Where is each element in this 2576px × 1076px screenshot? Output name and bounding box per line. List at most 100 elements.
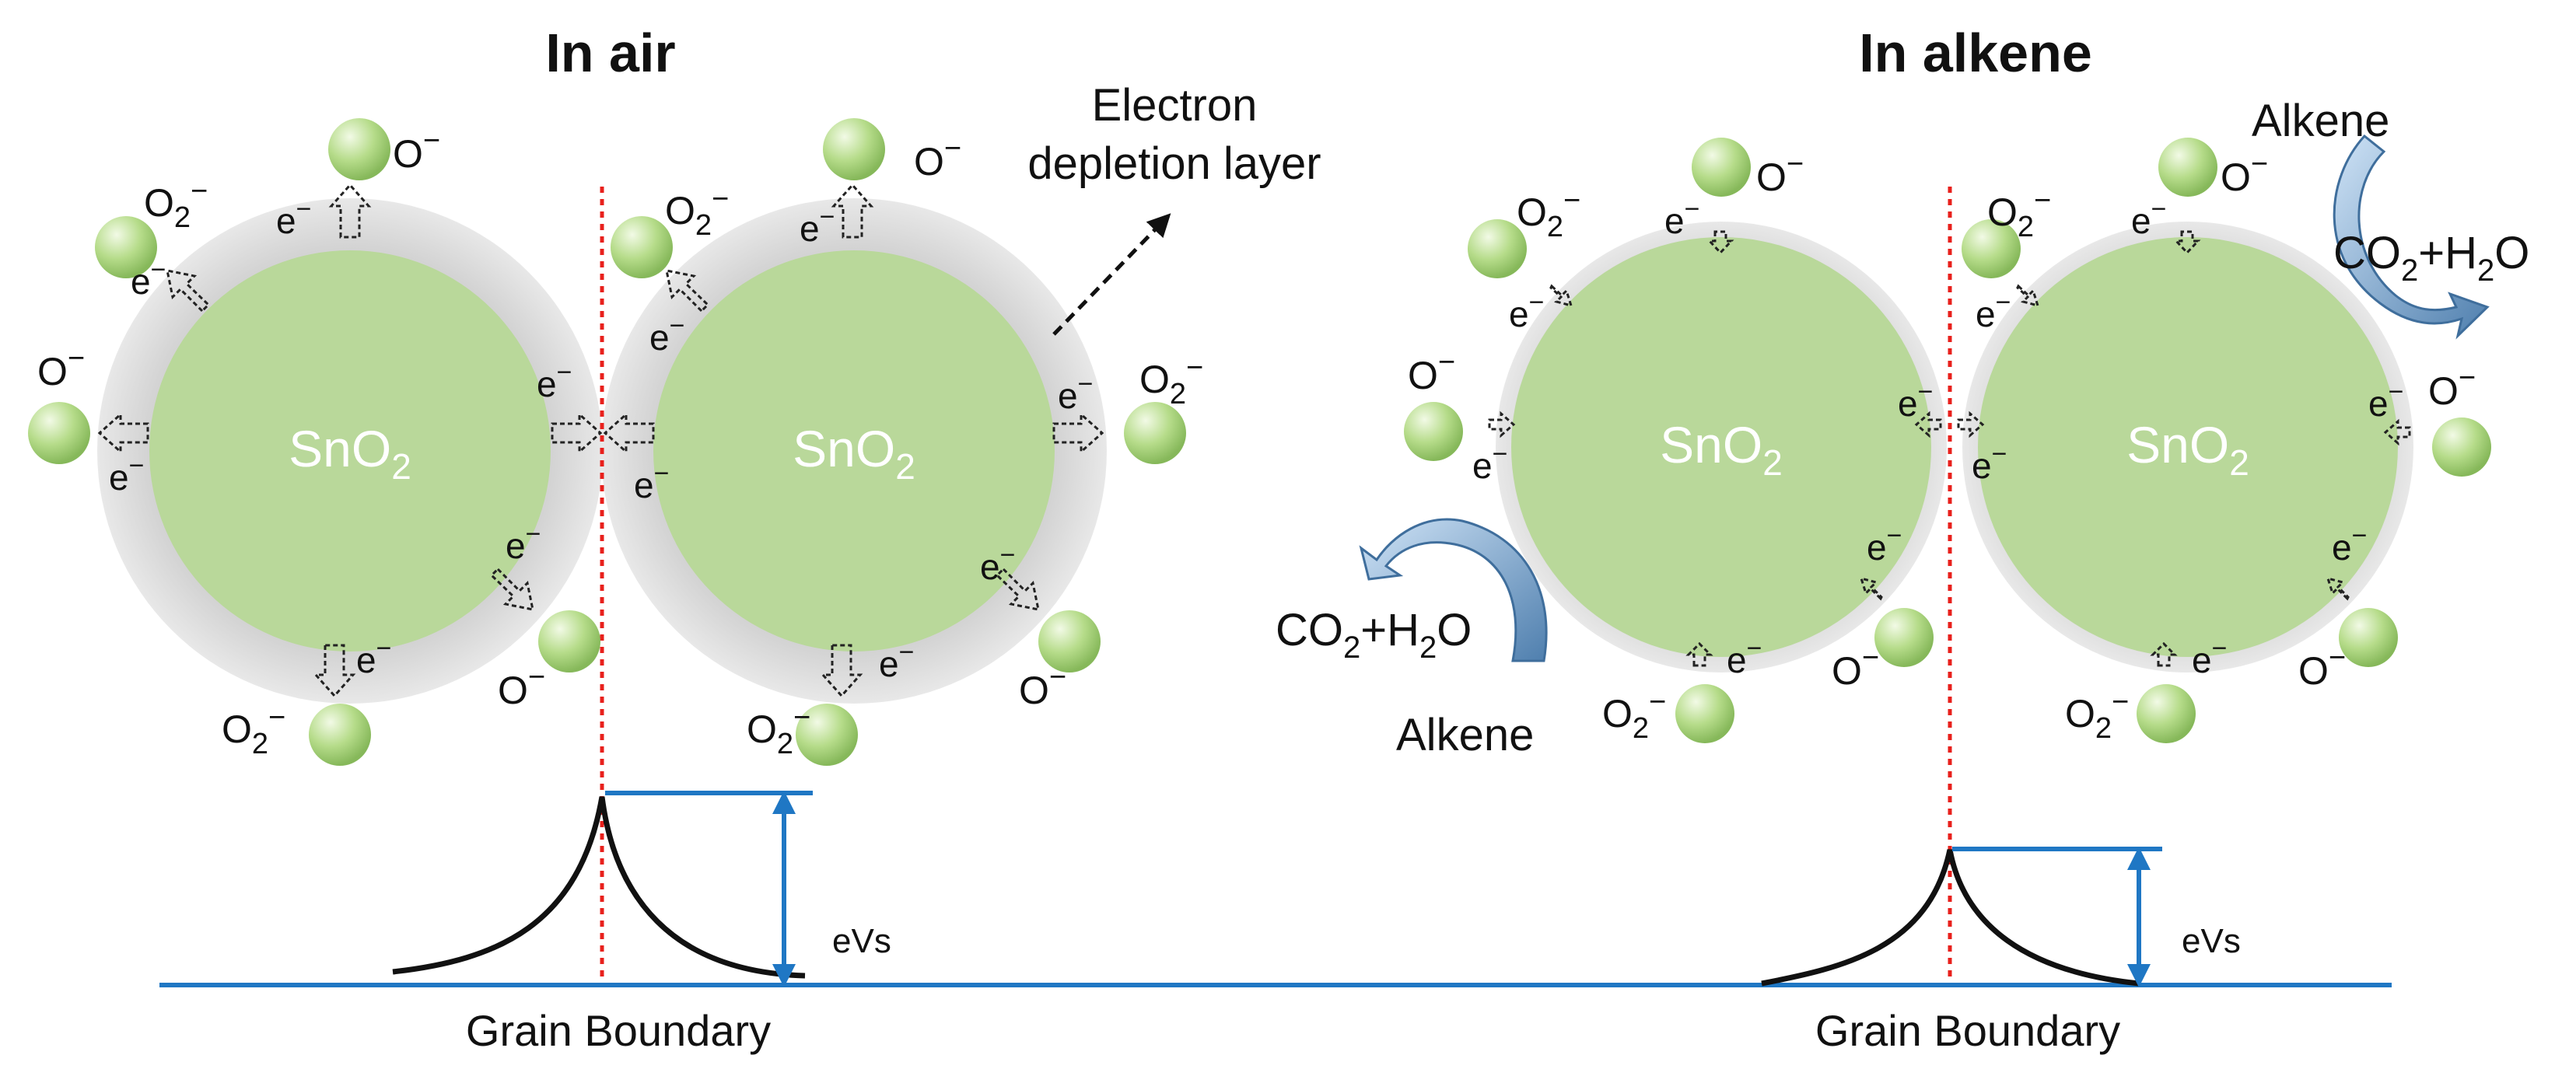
air-grain-left: SnO2	[97, 198, 603, 704]
electron-transfer-arrow-icon	[1859, 576, 1883, 601]
electron-transfer-arrow-icon	[166, 269, 211, 313]
oxygen-ball	[1962, 219, 2021, 278]
oxygen-subscript: 2	[777, 728, 793, 760]
oxygen-label: O	[914, 140, 944, 183]
oxygen-ball	[1038, 610, 1101, 672]
electron-transfer-arrow-icon	[1957, 410, 1985, 438]
charge-label: −	[2112, 686, 2129, 718]
electron-label: e	[356, 640, 376, 680]
title-in-air: In air	[545, 23, 675, 83]
electron-transfer-arrow-icon	[1706, 230, 1734, 255]
charge-label: −	[68, 342, 85, 375]
svg-text:e−: e−	[980, 540, 1015, 587]
charge-label: −	[423, 124, 440, 157]
oxygen-label: O	[1139, 358, 1170, 401]
oxygen-ball	[2137, 684, 2196, 743]
grain-subscript: 2	[2229, 442, 2249, 483]
grain-label: SnO	[2126, 416, 2229, 473]
svg-text:O2−: O2−	[144, 175, 208, 234]
charge-label: −	[654, 459, 670, 488]
oxygen-subscript: 2	[252, 728, 268, 760]
svg-text:O−: O−	[1756, 148, 1804, 199]
charge-label: −	[526, 519, 541, 549]
charge-label: −	[557, 358, 572, 387]
electron-label: e	[2131, 201, 2151, 241]
title-in-alkene: In alkene	[1859, 23, 2092, 83]
electron-label: e	[1509, 294, 1529, 334]
electron-label: e	[980, 547, 1000, 587]
oxygen-ball	[538, 610, 600, 672]
electron-label: e	[1472, 445, 1493, 486]
grain-boundary-label-alkene: Grain Boundary	[1815, 1006, 2120, 1055]
svg-text:O−: O−	[914, 132, 961, 183]
oxygen-label: O	[1517, 190, 1547, 234]
charge-label: −	[2459, 362, 2476, 394]
electron-label: e	[1976, 294, 1996, 334]
oxygen-ball	[2339, 608, 2398, 667]
charge-label: −	[2329, 641, 2346, 674]
svg-text:O−: O−	[1832, 641, 1879, 693]
svg-text:O−: O−	[1019, 661, 1066, 712]
sno2-core	[653, 250, 1055, 652]
charge-label: −	[2352, 521, 2368, 550]
svg-text:e−: e−	[1509, 288, 1544, 334]
svg-text:O2−: O2−	[747, 701, 810, 760]
oxygen-ball	[1874, 608, 1934, 667]
electron-label: e	[2332, 527, 2352, 568]
svg-text:e−: e−	[1472, 439, 1507, 486]
oxygen-label: O	[665, 189, 695, 232]
oxygen-ball	[309, 704, 371, 766]
oxygen-ball	[2432, 417, 2491, 477]
electron-label: e	[2368, 383, 2389, 424]
svg-text:SnO2: SnO2	[1660, 416, 1783, 483]
oxygen-label: O	[2221, 155, 2251, 199]
electron-transfer-arrow-icon	[820, 644, 863, 698]
charge-label: −	[1186, 351, 1203, 384]
charge-label: −	[793, 701, 810, 734]
barrier-label-alkene: eVs	[2182, 922, 2241, 960]
oxygen-subscript: 2	[1547, 211, 1563, 243]
charge-label: −	[376, 634, 392, 663]
reaction-flow-arrow-icon	[2333, 134, 2490, 340]
alkene-reaction-right: Alkene CO2+H2O	[2252, 96, 2529, 340]
product-h: +H	[2418, 228, 2477, 278]
product-sub: 2	[1419, 631, 1437, 665]
svg-text:e−: e−	[506, 519, 541, 566]
svg-text:e−: e−	[537, 358, 572, 404]
svg-text:O−: O−	[2428, 362, 2476, 413]
svg-text:e−: e−	[276, 194, 311, 241]
electron-label: e	[2192, 640, 2212, 680]
oxygen-label: O	[498, 669, 528, 712]
oxygen-subscript: 2	[2018, 211, 2034, 243]
charge-label: −	[296, 194, 312, 224]
electron-label: e	[131, 261, 151, 302]
electron-transfer-arrow-icon	[665, 269, 710, 313]
svg-text:O−: O−	[37, 342, 85, 393]
oxygen-label: O	[393, 132, 423, 176]
oxygen-ball	[28, 402, 90, 464]
air-electron-arrows: e− e− e− e− e− e− e− e− e− e− e− e−	[97, 183, 1104, 698]
svg-text:SnO2: SnO2	[793, 420, 915, 487]
svg-text:e−: e−	[2368, 377, 2403, 424]
electron-transfer-arrow-icon	[313, 644, 356, 698]
air-adsorbates: O− O2− O− O2− O− O− O2− O2− O− O2−	[28, 118, 1203, 766]
alkene-adsorbates: O− O2− O− O2− O− O− O2− O− O− O2−	[1404, 138, 2491, 745]
svg-text:O−: O−	[393, 124, 440, 176]
oxygen-label: O	[222, 707, 252, 751]
charge-label: −	[1649, 686, 1666, 718]
svg-text:O−: O−	[2298, 641, 2346, 693]
alkene-electron-arrows: e− e− e− e− e− e− e− e− e− e− e− e−	[1472, 194, 2411, 680]
svg-text:e−: e−	[1898, 377, 1933, 424]
electron-transfer-arrow-icon	[831, 183, 874, 239]
charge-label: −	[1438, 346, 1455, 379]
oxygen-label: O	[747, 707, 777, 751]
oxygen-label: O	[1987, 190, 2018, 234]
charge-label: −	[1747, 634, 1762, 663]
svg-text:O2−: O2−	[1139, 351, 1203, 410]
oxygen-subscript: 2	[1170, 378, 1186, 410]
electron-transfer-arrow-icon	[2173, 230, 2201, 255]
charge-label: −	[1529, 288, 1545, 317]
charge-label: −	[191, 175, 208, 208]
charge-label: −	[1078, 369, 1094, 399]
charge-label: −	[1493, 439, 1508, 469]
